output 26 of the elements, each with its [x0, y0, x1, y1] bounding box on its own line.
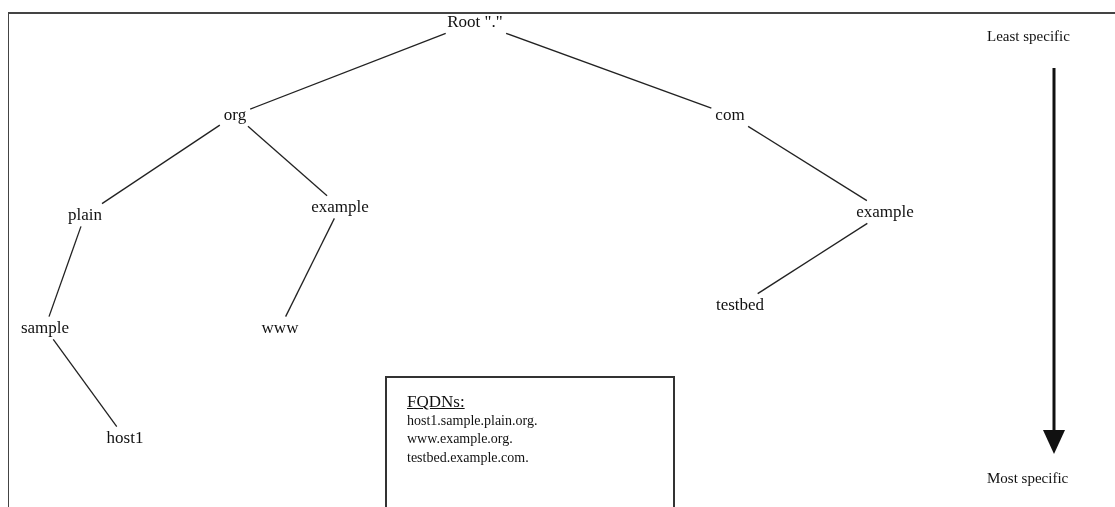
tree-branch-line	[48, 225, 82, 318]
fqdn-text: www.example.org.	[407, 430, 513, 449]
domain-label: sample	[16, 316, 74, 340]
tree-branch-line	[249, 32, 447, 110]
domain-label: plain	[64, 203, 106, 227]
fqdn-note-box	[385, 376, 675, 507]
tree-branch-line	[285, 217, 336, 318]
fqdn-text: host1.sample.plain.org.	[407, 411, 538, 430]
domain-label: Root "."	[443, 10, 507, 34]
domain-label: example	[307, 195, 373, 219]
fqdn-text: testbed.example.com.	[407, 449, 529, 468]
domain-label: example	[852, 200, 918, 224]
tree-branch-line	[757, 222, 868, 295]
domain-label: org	[219, 103, 251, 127]
tree-branch-line	[505, 32, 712, 109]
domain-label: host1	[102, 426, 148, 450]
tree-branch-line	[747, 125, 868, 202]
domain-label: com	[711, 103, 749, 127]
note-heading: FQDNs:	[407, 392, 465, 412]
domain-label: www	[257, 316, 303, 340]
tree-branch-line	[52, 338, 118, 428]
tree-branch-line	[101, 124, 221, 205]
scale-label: Most specific	[987, 470, 1069, 487]
domain-label: testbed	[711, 293, 769, 317]
tree-branch-line	[247, 125, 328, 197]
scale-label: Least specific	[987, 28, 1070, 45]
